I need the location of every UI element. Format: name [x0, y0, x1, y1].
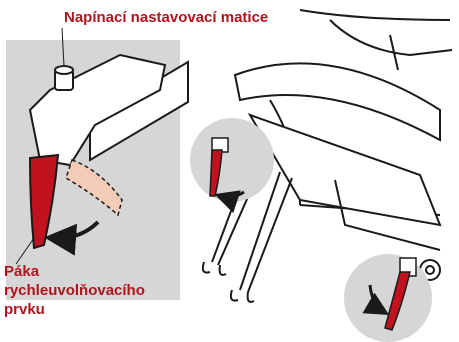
- release-lever-label-line-3: prvku: [4, 300, 145, 319]
- detail-circle-rear: [344, 254, 432, 342]
- adjusting-nut-label: Napínací nastavovací matice: [64, 8, 268, 27]
- tension-nut-icon: [55, 66, 73, 90]
- detail-circle-front: [190, 118, 274, 202]
- release-lever-label-line-1: Páka: [4, 262, 145, 281]
- release-lever-label-line-2: rychleuvolňovacího: [4, 281, 145, 300]
- closeup-panel: [6, 28, 188, 300]
- release-lever-label: Páka rychleuvolňovacího prvku: [4, 262, 145, 319]
